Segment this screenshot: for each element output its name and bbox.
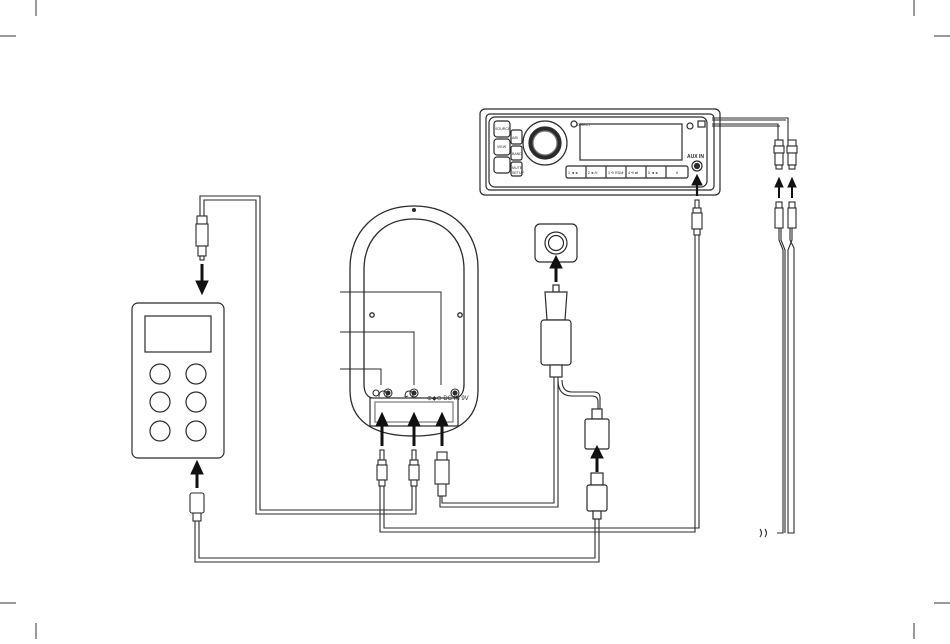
rca-sockets xyxy=(774,140,797,169)
headphone-jack-icon xyxy=(384,389,392,397)
player-bottom-arrow xyxy=(191,461,203,488)
aux-plug xyxy=(692,200,702,235)
dc-in-label: ⊕◆⊖ DC IN 9V xyxy=(427,396,469,402)
player-top-arrow xyxy=(196,264,208,294)
mp3-player xyxy=(132,303,224,458)
line-out-jack-icon xyxy=(410,389,418,397)
rca-arrows xyxy=(775,178,796,198)
car-power-adapter xyxy=(541,285,571,377)
ab-button-label: A/B xyxy=(512,136,518,140)
preset-6-label: 6 xyxy=(676,171,678,175)
rca-lead-down xyxy=(777,228,794,533)
dock-plugs xyxy=(377,450,449,496)
source-button-label: SOURCE xyxy=(495,127,511,131)
cable-break-icon xyxy=(760,529,767,537)
preset-5-label: 5 ◄◄ xyxy=(648,171,658,175)
player-top-plug xyxy=(196,216,208,260)
preset-2-label: 2 ►/II xyxy=(588,171,598,175)
preset-4-label: 4 ⟲ ⇄ xyxy=(628,170,639,175)
player-bottom-plug xyxy=(190,493,204,521)
setup-button-label: SETUP xyxy=(512,171,525,175)
band-button-label: BAND xyxy=(512,152,522,156)
preset-1-label: 1 ◄◄ xyxy=(568,171,578,175)
usb-adapter xyxy=(585,409,609,449)
aux-in-label: AUX IN xyxy=(687,154,704,160)
preset-3-label: 3 ⟲ RDM xyxy=(608,171,623,175)
view-button-label: VIEW xyxy=(497,145,507,149)
brand-label: DIRECT xyxy=(577,123,591,127)
mute-button-label: MUTE xyxy=(512,166,523,170)
cable-usb-to-player xyxy=(195,519,599,562)
usb-plug xyxy=(587,473,607,519)
rca-cable-bundle xyxy=(712,118,788,140)
usb-arrow xyxy=(591,446,603,472)
rca-plugs xyxy=(775,202,796,228)
